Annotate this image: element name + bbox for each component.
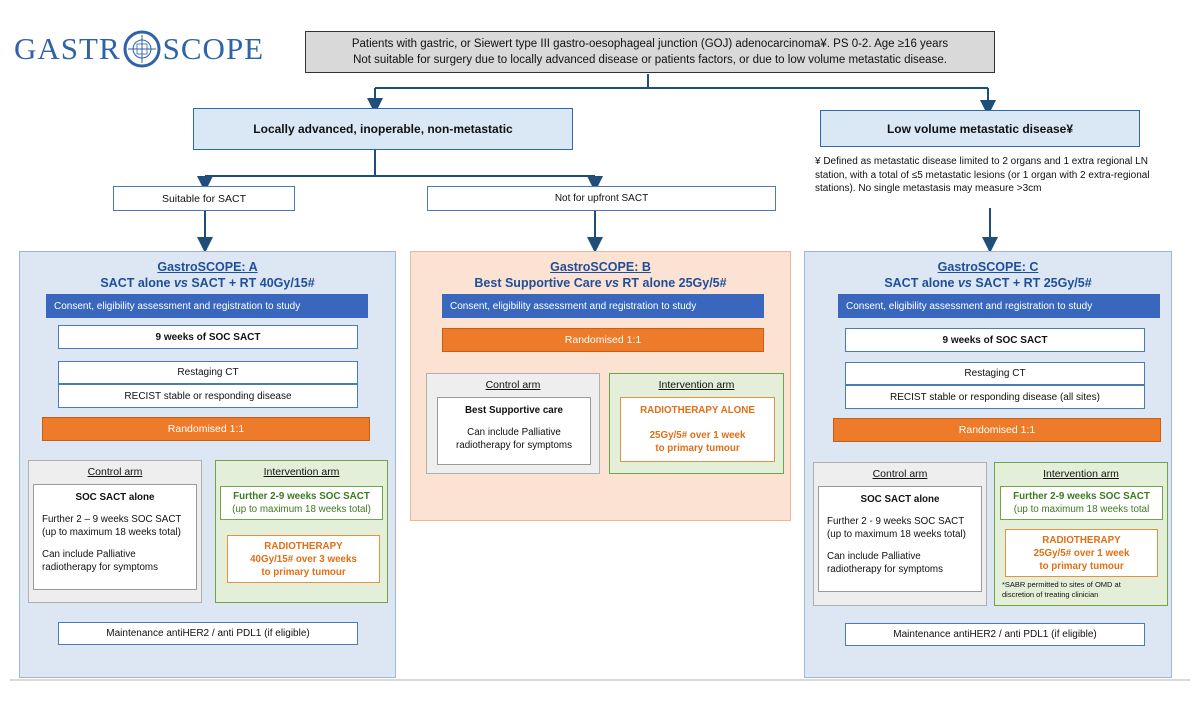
panel-a-recist-box: RECIST stable or responding disease — [58, 384, 358, 408]
panel-a-randomised-bar: Randomised 1:1 — [42, 417, 370, 441]
panel-b-title: GastroSCOPE: B Best Supportive Care vs R… — [410, 258, 791, 292]
panel-a-maintenance-box: Maintenance antiHER2 / anti PDL1 (if eli… — [58, 622, 358, 645]
crosshair-icon — [122, 29, 162, 69]
panel-a-int-sub: (up to maximum 18 weeks total) — [232, 504, 371, 515]
logo-text-right: SCOPE — [162, 31, 265, 66]
panel-a-radiotherapy-box: RADIOTHERAPY 40Gy/15# over 3 weeks to pr… — [227, 535, 380, 583]
panel-b-control-line-1: Can include Palliative — [467, 427, 561, 438]
not-upfront-sact-box: Not for upfront SACT — [427, 186, 776, 211]
panel-a-intervention-sact: Further 2-9 weeks SOC SACT (up to maximu… — [220, 486, 383, 520]
panel-b-randomised-bar: Randomised 1:1 — [442, 328, 764, 352]
panel-c-intervention-sact: Further 2-9 weeks SOC SACT (up to maximu… — [1000, 486, 1163, 520]
panel-c-int-sub: (up to maximum 18 weeks total — [1013, 504, 1150, 515]
panel-c-soc-box: 9 weeks of SOC SACT — [845, 328, 1145, 352]
panel-a-control-line-4: radiotherapy for symptoms — [42, 562, 158, 573]
panel-c-subtitle: SACT alone vs SACT + RT 25Gy/5# — [884, 276, 1092, 290]
low-volume-label: Low volume metastatic disease¥ — [886, 121, 1074, 136]
panel-b-rt-line-1: RADIOTHERAPY ALONE — [640, 405, 755, 416]
panel-a-restaging-box: Restaging CT — [58, 361, 358, 384]
panel-b-control-content: Best Supportive care Can include Palliat… — [437, 397, 591, 465]
eligibility-line-2: Not suitable for surgery due to locally … — [353, 54, 947, 66]
panel-a-rt-line-1: RADIOTHERAPY — [264, 540, 343, 552]
panel-b-control-line-2: radiotherapy for symptoms — [456, 440, 572, 451]
panel-c-control-line-1: Further 2 - 9 weeks SOC SACT — [827, 516, 965, 527]
panel-c-restaging-box: Restaging CT — [845, 362, 1145, 385]
panel-b-name: GastroSCOPE: B — [550, 260, 651, 274]
panel-c-control-content: SOC SACT alone Further 2 - 9 weeks SOC S… — [818, 486, 982, 592]
panel-a-intervention-title: Intervention arm — [263, 466, 340, 478]
panel-a-control-title: Control arm — [87, 466, 143, 478]
panel-b-rt-line-3: to primary tumour — [655, 443, 740, 454]
panel-a-rt-line-2: 40Gy/15# over 3 weeks — [250, 553, 357, 565]
suitable-sact-label: Suitable for SACT — [161, 192, 247, 205]
panel-b-control-head: Best Supportive care — [464, 405, 563, 416]
panel-c-control-line-2: (up to maximum 18 weeks total) — [827, 529, 966, 540]
panel-c-control-title: Control arm — [872, 468, 928, 480]
locally-advanced-label: Locally advanced, inoperable, non-metast… — [253, 122, 513, 136]
panel-c-rt-line-1: RADIOTHERAPY — [1042, 534, 1121, 546]
panel-c-randomised-bar: Randomised 1:1 — [833, 418, 1161, 442]
panel-b-intervention-title: Intervention arm — [658, 379, 735, 391]
low-volume-box: Low volume metastatic disease¥ — [820, 110, 1140, 147]
panel-c-intervention-title: Intervention arm — [1043, 468, 1119, 480]
panel-b-consent-bar: Consent, eligibility assessment and regi… — [442, 294, 764, 318]
panel-c-radiotherapy-box: RADIOTHERAPY 25Gy/5# over 1 week to prim… — [1005, 529, 1158, 577]
panel-b-subtitle: Best Supportive Care vs RT alone 25Gy/5# — [474, 276, 727, 290]
panel-a-subtitle: SACT alone vs SACT + RT 40Gy/15# — [100, 276, 315, 290]
metastatic-footnote: ¥ Defined as metastatic disease limited … — [815, 156, 1150, 194]
not-upfront-sact-label: Not for upfront SACT — [554, 193, 649, 204]
panel-c-recist-box: RECIST stable or responding disease (all… — [845, 385, 1145, 409]
panel-c-name: GastroSCOPE: C — [937, 260, 1039, 274]
gastroscope-logo: GASTR SCOPE — [14, 24, 284, 74]
locally-advanced-box: Locally advanced, inoperable, non-metast… — [193, 108, 573, 150]
panel-a-control-head: SOC SACT alone — [75, 492, 155, 503]
panel-a-control-line-3: Can include Palliative — [42, 549, 136, 560]
panel-c-consent-bar: Consent, eligibility assessment and regi… — [838, 294, 1160, 318]
panel-c-title: GastroSCOPE: C SACT alone vs SACT + RT 2… — [804, 258, 1172, 292]
panel-a-control-content: SOC SACT alone Further 2 – 9 weeks SOC S… — [33, 484, 197, 590]
panel-c-rt-line-2: 25Gy/5# over 1 week — [1033, 547, 1130, 559]
panel-a-rt-line-3: to primary tumour — [261, 566, 346, 578]
panel-a-soc-box: 9 weeks of SOC SACT — [58, 325, 358, 349]
panel-a-name: GastroSCOPE: A — [157, 260, 258, 274]
panel-c-int-head: Further 2-9 weeks SOC SACT — [1013, 491, 1150, 502]
panel-a-int-head: Further 2-9 weeks SOC SACT — [233, 491, 370, 502]
panel-c-rt-line-3: to primary tumour — [1039, 560, 1124, 572]
eligibility-box: Patients with gastric, or Siewert type I… — [305, 31, 995, 73]
panel-c-control-line-4: radiotherapy for symptoms — [827, 564, 943, 575]
suitable-sact-box: Suitable for SACT — [113, 186, 295, 211]
panel-a-consent-bar: Consent, eligibility assessment and regi… — [46, 294, 368, 318]
panel-a-title: GastroSCOPE: A SACT alone vs SACT + RT 4… — [19, 258, 396, 292]
panel-c-sabr-note: *SABR permitted to sites of OMD at discr… — [1002, 580, 1121, 599]
panel-b-control-title: Control arm — [485, 379, 541, 391]
panel-b-rt-line-2: 25Gy/5# over 1 week — [649, 430, 746, 441]
eligibility-line-1: Patients with gastric, or Siewert type I… — [351, 38, 949, 50]
panel-c-maintenance-box: Maintenance antiHER2 / anti PDL1 (if eli… — [845, 623, 1145, 646]
logo-text-left: GASTR — [14, 31, 121, 66]
panel-c-control-line-3: Can include Palliative — [827, 551, 921, 562]
panel-a-control-line-1: Further 2 – 9 weeks SOC SACT — [42, 514, 182, 525]
panel-a-control-line-2: (up to maximum 18 weeks total) — [42, 527, 181, 538]
panel-c-control-head: SOC SACT alone — [860, 494, 940, 505]
panel-b-radiotherapy-box: RADIOTHERAPY ALONE 25Gy/5# over 1 week t… — [620, 397, 775, 462]
